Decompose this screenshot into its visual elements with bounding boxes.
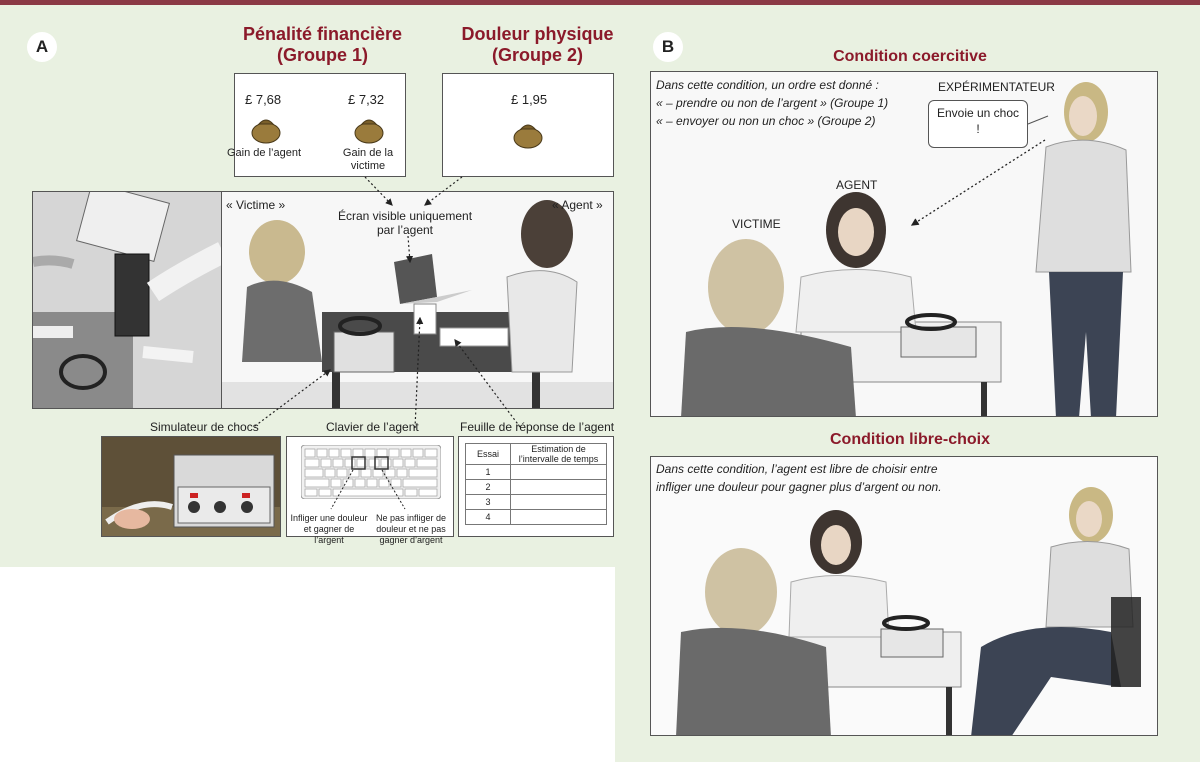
screen-visible-label: Écran visible uniquement par l’agent	[337, 209, 473, 237]
agent-role-label: « Agent »	[552, 198, 603, 212]
shock-simulator-label: Simulateur de chocs	[150, 420, 259, 434]
group1-title: Pénalité financière (Groupe 1)	[230, 24, 415, 66]
left-key-label: Infliger une douleur et gagner de l’arge…	[290, 513, 368, 545]
top-accent-bar	[0, 0, 1200, 5]
coercive-photo	[650, 71, 1158, 417]
agent-gain-label: Gain de l’agent	[227, 147, 301, 159]
group2-money-box: £ 1,95	[442, 73, 614, 177]
table-cell-trial: 3	[465, 494, 511, 510]
money-bag-icon	[354, 119, 384, 144]
bubble-text: Envoie un choc !	[936, 106, 1020, 136]
table-cell-empty	[510, 494, 607, 510]
money-bag-icon	[513, 124, 543, 149]
group1-subtitle: (Groupe 1)	[276, 45, 368, 65]
group1-title-text: Pénalité financière	[242, 24, 403, 44]
key-arrows	[330, 469, 406, 510]
money-bag-icon	[251, 119, 281, 144]
victim-gain-label: Gain de la victime	[342, 147, 394, 172]
group2-subtitle: (Groupe 2)	[491, 45, 583, 65]
table-row: 3	[465, 494, 607, 510]
table-cell-trial: 1	[465, 464, 511, 480]
free-choice-photo	[650, 456, 1158, 736]
table-cell-empty	[510, 464, 607, 480]
coercive-scene-illustration	[651, 72, 1157, 416]
group1-money-box: £ 7,68 £ 7,32 Gain de l’agent Gain de la…	[227, 73, 406, 177]
coercive-text-line-1: Dans cette condition, un ordre est donné…	[656, 78, 879, 92]
top-view-illustration	[33, 192, 221, 408]
table-row: 1	[465, 464, 607, 480]
group2-title-text: Douleur physique	[461, 24, 614, 44]
victim-gain-amount: £ 7,32	[348, 92, 385, 107]
table-cell-empty	[510, 509, 607, 525]
table-cell-empty	[510, 479, 607, 495]
free-choice-title: Condition libre-choix	[830, 431, 990, 448]
experimenter-label: EXPÉRIMENTATEUR	[938, 80, 1055, 94]
group2-title: Douleur physique (Groupe 2)	[455, 24, 620, 66]
left-key-highlight	[351, 456, 366, 470]
agent-keyboard-label: Clavier de l’agent	[326, 420, 419, 434]
panel-a-letter: A	[27, 32, 57, 62]
table-header-trial: Essai	[465, 443, 511, 465]
group2-amount: £ 1,95	[511, 92, 548, 107]
panel-b-letter: B	[653, 32, 683, 62]
shock-simulator-photo	[101, 436, 281, 537]
table-cell-trial: 2	[465, 479, 511, 495]
free-choice-scene-illustration	[651, 457, 1157, 735]
setup-top-view-photo	[32, 191, 222, 409]
victim-role-label: « Victime »	[226, 198, 286, 212]
coercive-description: Dans cette condition, un ordre est donné…	[656, 76, 888, 130]
response-sheet-label: Feuille de réponse de l’agent	[460, 420, 615, 434]
coercive-text-line-3: « – envoyer ou non un choc » (Groupe 2)	[656, 114, 876, 128]
shock-simulator-illustration	[102, 437, 280, 536]
right-key-highlight	[374, 456, 389, 470]
command-speech-bubble: Envoie un choc !	[928, 100, 1028, 148]
table-cell-trial: 4	[465, 509, 511, 525]
response-sheet-box: Essai Estimation de l’intervalle de temp…	[458, 436, 614, 537]
table-header-estimate: Estimation de l’intervalle de temps	[510, 443, 607, 465]
agent-label-b: AGENT	[836, 178, 878, 192]
right-key-label: Ne pas infliger de douleur et ne pas gag…	[375, 513, 447, 545]
free-choice-description: Dans cette condition, l’agent est libre …	[656, 460, 942, 496]
free-text-line-2: infliger une douleur pour gagner plus d’…	[656, 480, 942, 494]
table-header-row: Essai Estimation de l’intervalle de temp…	[465, 443, 607, 465]
victim-label-b: VICTIME	[732, 217, 781, 231]
keyboard-box: Infliger une douleur et gagner de l’arge…	[286, 436, 454, 545]
keyboard-icon	[301, 445, 441, 499]
response-sheet-table: Essai Estimation de l’intervalle de temp…	[465, 443, 607, 525]
coercive-title: Condition coercitive	[833, 48, 987, 65]
table-row: 2	[465, 479, 607, 495]
coercive-text-line-2: « – prendre ou non de l’argent » (Groupe…	[656, 96, 889, 110]
table-row: 4	[465, 509, 607, 525]
free-text-line-1: Dans cette condition, l’agent est libre …	[656, 462, 938, 476]
agent-gain-amount: £ 7,68	[245, 92, 282, 107]
